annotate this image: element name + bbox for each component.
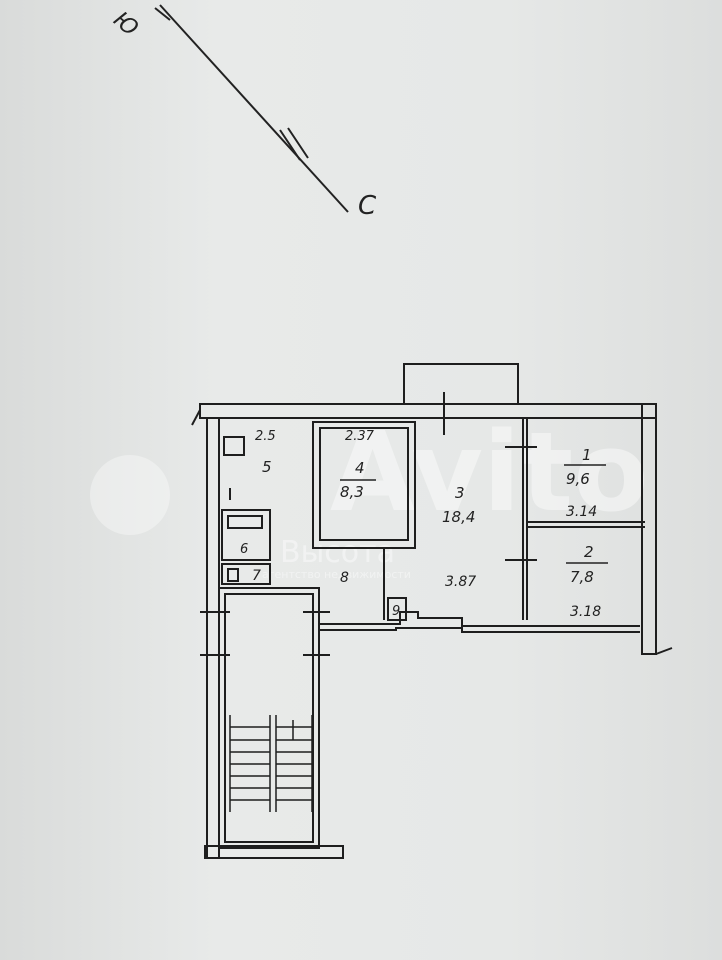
room-5-number: 5 xyxy=(262,458,272,476)
room-4-width: 2.37 xyxy=(345,429,375,444)
room-3-number: 3 xyxy=(455,484,465,502)
room-5: 2.5 5 xyxy=(255,429,276,476)
room-7-number: 7 xyxy=(252,568,261,584)
room-3: 3 18,4 3.87 xyxy=(442,484,476,590)
room-9-number: 9 xyxy=(392,604,400,619)
room-2: 2 7,8 3.18 xyxy=(566,543,608,620)
compass-south-label: Ю xyxy=(108,7,142,41)
room-1-number: 1 xyxy=(582,446,592,464)
watermark-agency-sub: агентство недвижимости xyxy=(262,568,411,581)
walls xyxy=(191,363,673,859)
room-3-width: 3.87 xyxy=(445,574,476,590)
room-8-number: 8 xyxy=(340,570,349,586)
room-3-area: 18,4 xyxy=(442,508,475,526)
room-4-area: 8,3 xyxy=(340,483,364,501)
compass-arrow xyxy=(154,4,349,213)
room-1-width: 3.14 xyxy=(566,504,597,520)
room-5-width: 2.5 xyxy=(255,429,276,444)
room-1-area: 9,6 xyxy=(566,470,590,488)
room-2-width: 3.18 xyxy=(570,604,601,620)
room-2-area: 7,8 xyxy=(570,568,594,586)
room-2-number: 2 xyxy=(584,543,594,561)
watermark: Avito Высота агентство недвижимости xyxy=(90,408,649,581)
room-4: 2.37 4 8,3 xyxy=(340,429,376,501)
room-1: 1 9,6 3.14 xyxy=(564,446,606,520)
compass-north-label: С xyxy=(358,191,377,221)
watermark-brand: Avito xyxy=(330,408,649,536)
room-6-number: 6 xyxy=(240,542,248,557)
room-4-number: 4 xyxy=(355,459,365,477)
